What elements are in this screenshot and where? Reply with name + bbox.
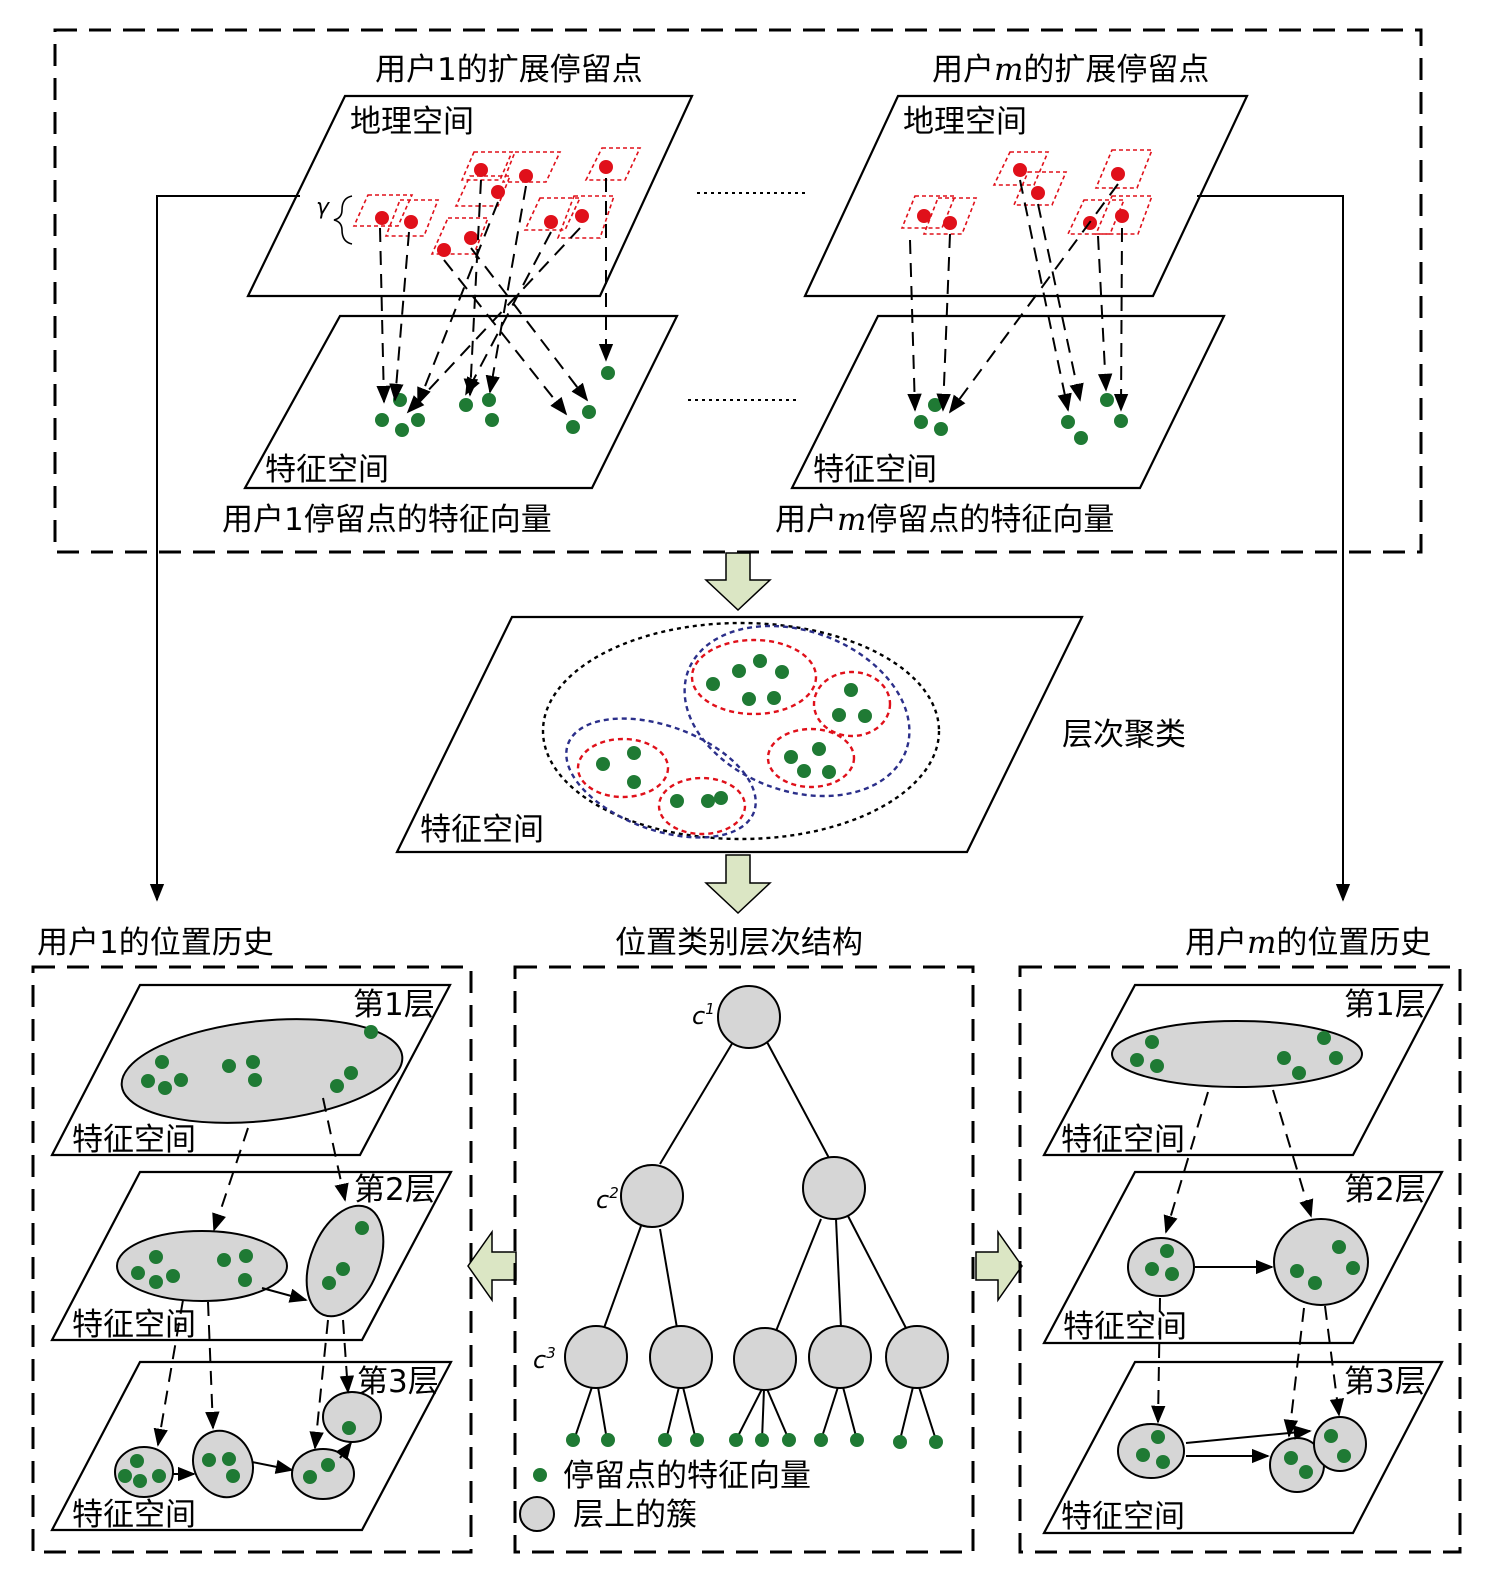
user1-layer2-cluster-a — [116, 1230, 288, 1302]
user1-layer1-label: 第1层 — [353, 987, 435, 1023]
userm-layer1-cluster — [1111, 1020, 1363, 1088]
hierarchy-edges — [573, 1041, 937, 1441]
cluster-red-e — [657, 776, 747, 836]
userm-layer1-dots — [1130, 1031, 1343, 1080]
userm-history-frame — [1018, 965, 1462, 1554]
userm-history-link-arrow — [1197, 195, 1351, 902]
clustering-feature-plane — [395, 615, 1084, 854]
hierarchy-frame — [513, 965, 975, 1554]
hierarchy-nodes — [564, 985, 949, 1391]
cluster-red-a — [690, 638, 818, 716]
user1-layer3-label: 第3层 — [357, 1364, 439, 1400]
user1-layer2-cluster-link — [261, 1287, 308, 1303]
userm-layer-arrows — [1151, 1089, 1345, 1438]
userm-geo-space-label: 地理空间 — [903, 104, 1027, 140]
hierarchy-node-l3-b — [649, 1325, 713, 1389]
userm-layer2-cluster-a — [1127, 1237, 1195, 1297]
user1-layer2-feature-label: 特征空间 — [72, 1307, 196, 1343]
hierarchy-node-l3-a — [564, 1325, 628, 1389]
userm-feature-space-label: 特征空间 — [813, 452, 937, 488]
user1-expanded-title: 用户1的扩展停留点 — [375, 52, 643, 88]
user1-mapping-arrows — [376, 178, 614, 416]
user1-layer-arrows — [153, 1097, 355, 1450]
user1-layer1-feature-label: 特征空间 — [72, 1122, 196, 1158]
hierarchy-title: 位置类别层次结构 — [615, 925, 863, 961]
userm-layer3-feature-label: 特征空间 — [1061, 1499, 1185, 1535]
user1-layer3-cluster-a — [114, 1446, 174, 1498]
user1-history-title: 用户1的位置历史 — [37, 925, 274, 961]
hierarchy-node-l3-d — [808, 1325, 872, 1389]
user1-feature-space-label: 特征空间 — [265, 452, 389, 488]
userm-red-boxes — [900, 149, 1154, 235]
gamma-brace — [333, 195, 353, 245]
user1-geo-space-label: 地理空间 — [350, 104, 474, 140]
userm-geo-plane — [803, 94, 1249, 298]
userm-layer1-feature-label: 特征空间 — [1061, 1122, 1185, 1158]
user1-layer3-cluster-c — [291, 1448, 355, 1500]
userm-layer2-feature-label: 特征空间 — [1063, 1309, 1187, 1345]
userm-mapping-arrows — [907, 179, 1129, 414]
cluster-blue-left — [565, 717, 757, 839]
userm-layer3-label: 第3层 — [1344, 1364, 1426, 1400]
userm-red-dots — [917, 163, 1129, 230]
cluster-blue-right — [683, 624, 911, 798]
user1-layer1-dots — [141, 1025, 378, 1095]
user1-red-boxes — [352, 147, 642, 255]
userm-layer3-cluster-a — [1117, 1423, 1185, 1479]
clustering-label: 层次聚类 — [1062, 717, 1186, 753]
legend-cluster-label: 层上的簇 — [573, 1497, 697, 1533]
hierarchy-node-l3-c — [733, 1327, 797, 1391]
user1-layer3-cluster-links — [173, 1441, 353, 1482]
userm-history-title: 用户m的位置历史 — [1185, 925, 1431, 961]
legend-dot-icon — [533, 1468, 547, 1482]
userm-layer3-cluster-c — [1313, 1416, 1367, 1472]
user1-layer2-dots — [131, 1221, 369, 1290]
cluster-root-ellipse — [541, 621, 941, 841]
user1-layer2-label: 第2层 — [354, 1172, 436, 1208]
userm-vectors-caption: 用户m停留点的特征向量 — [775, 502, 1114, 538]
node-c1-label: c1 — [692, 1000, 715, 1030]
userm-layer1-label: 第1层 — [1344, 987, 1426, 1023]
top-dashed-frame — [53, 28, 1423, 554]
cluster-red-c — [766, 727, 856, 789]
user1-history-frame — [31, 965, 473, 1554]
left-arrow — [467, 1229, 517, 1303]
hierarchy-node-l2-a — [620, 1164, 684, 1228]
cluster-tree-ellipses — [541, 621, 941, 841]
hierarchy-node-root — [717, 985, 781, 1049]
node-c3-label: c3 — [533, 1344, 556, 1374]
user1-layer3-dots — [118, 1421, 356, 1488]
hierarchy-node-l3-e — [885, 1325, 949, 1389]
userm-feature-dots — [914, 393, 1128, 445]
clustering-feature-space-label: 特征空间 — [420, 812, 544, 848]
userm-layer2-dots — [1145, 1240, 1360, 1290]
user1-layer3-cluster-d — [322, 1391, 382, 1443]
hierarchy-node-l2-b — [802, 1156, 866, 1220]
down-arrow-top — [704, 552, 772, 612]
hierarchy-leaf-dots — [566, 1433, 943, 1449]
user1-layer3-feature-label: 特征空间 — [72, 1497, 196, 1533]
user1-geo-plane — [246, 94, 694, 298]
down-arrow-middle — [704, 854, 772, 915]
userm-feature-plane — [790, 314, 1226, 490]
gamma-symbol: γ — [316, 195, 330, 220]
user1-history-link-arrow — [149, 195, 300, 902]
user1-red-dots — [375, 160, 613, 257]
user1-layer1-cluster — [120, 1018, 404, 1124]
node-c2-label: c2 — [596, 1184, 619, 1214]
legend-cluster-icon — [519, 1496, 555, 1532]
userm-expanded-title: 用户m的扩展停留点 — [932, 52, 1209, 88]
legend-dot-label: 停留点的特征向量 — [563, 1458, 811, 1494]
user1-vectors-caption: 用户1停留点的特征向量 — [222, 502, 552, 538]
clustering-dots — [596, 654, 872, 808]
right-arrow — [975, 1229, 1023, 1303]
cluster-red-b — [812, 670, 892, 738]
userm-layer2-label: 第2层 — [1344, 1172, 1426, 1208]
cluster-red-d — [576, 737, 670, 799]
userm-layer2-cluster-b — [1273, 1218, 1369, 1306]
userm-layer3-dots — [1136, 1429, 1351, 1479]
